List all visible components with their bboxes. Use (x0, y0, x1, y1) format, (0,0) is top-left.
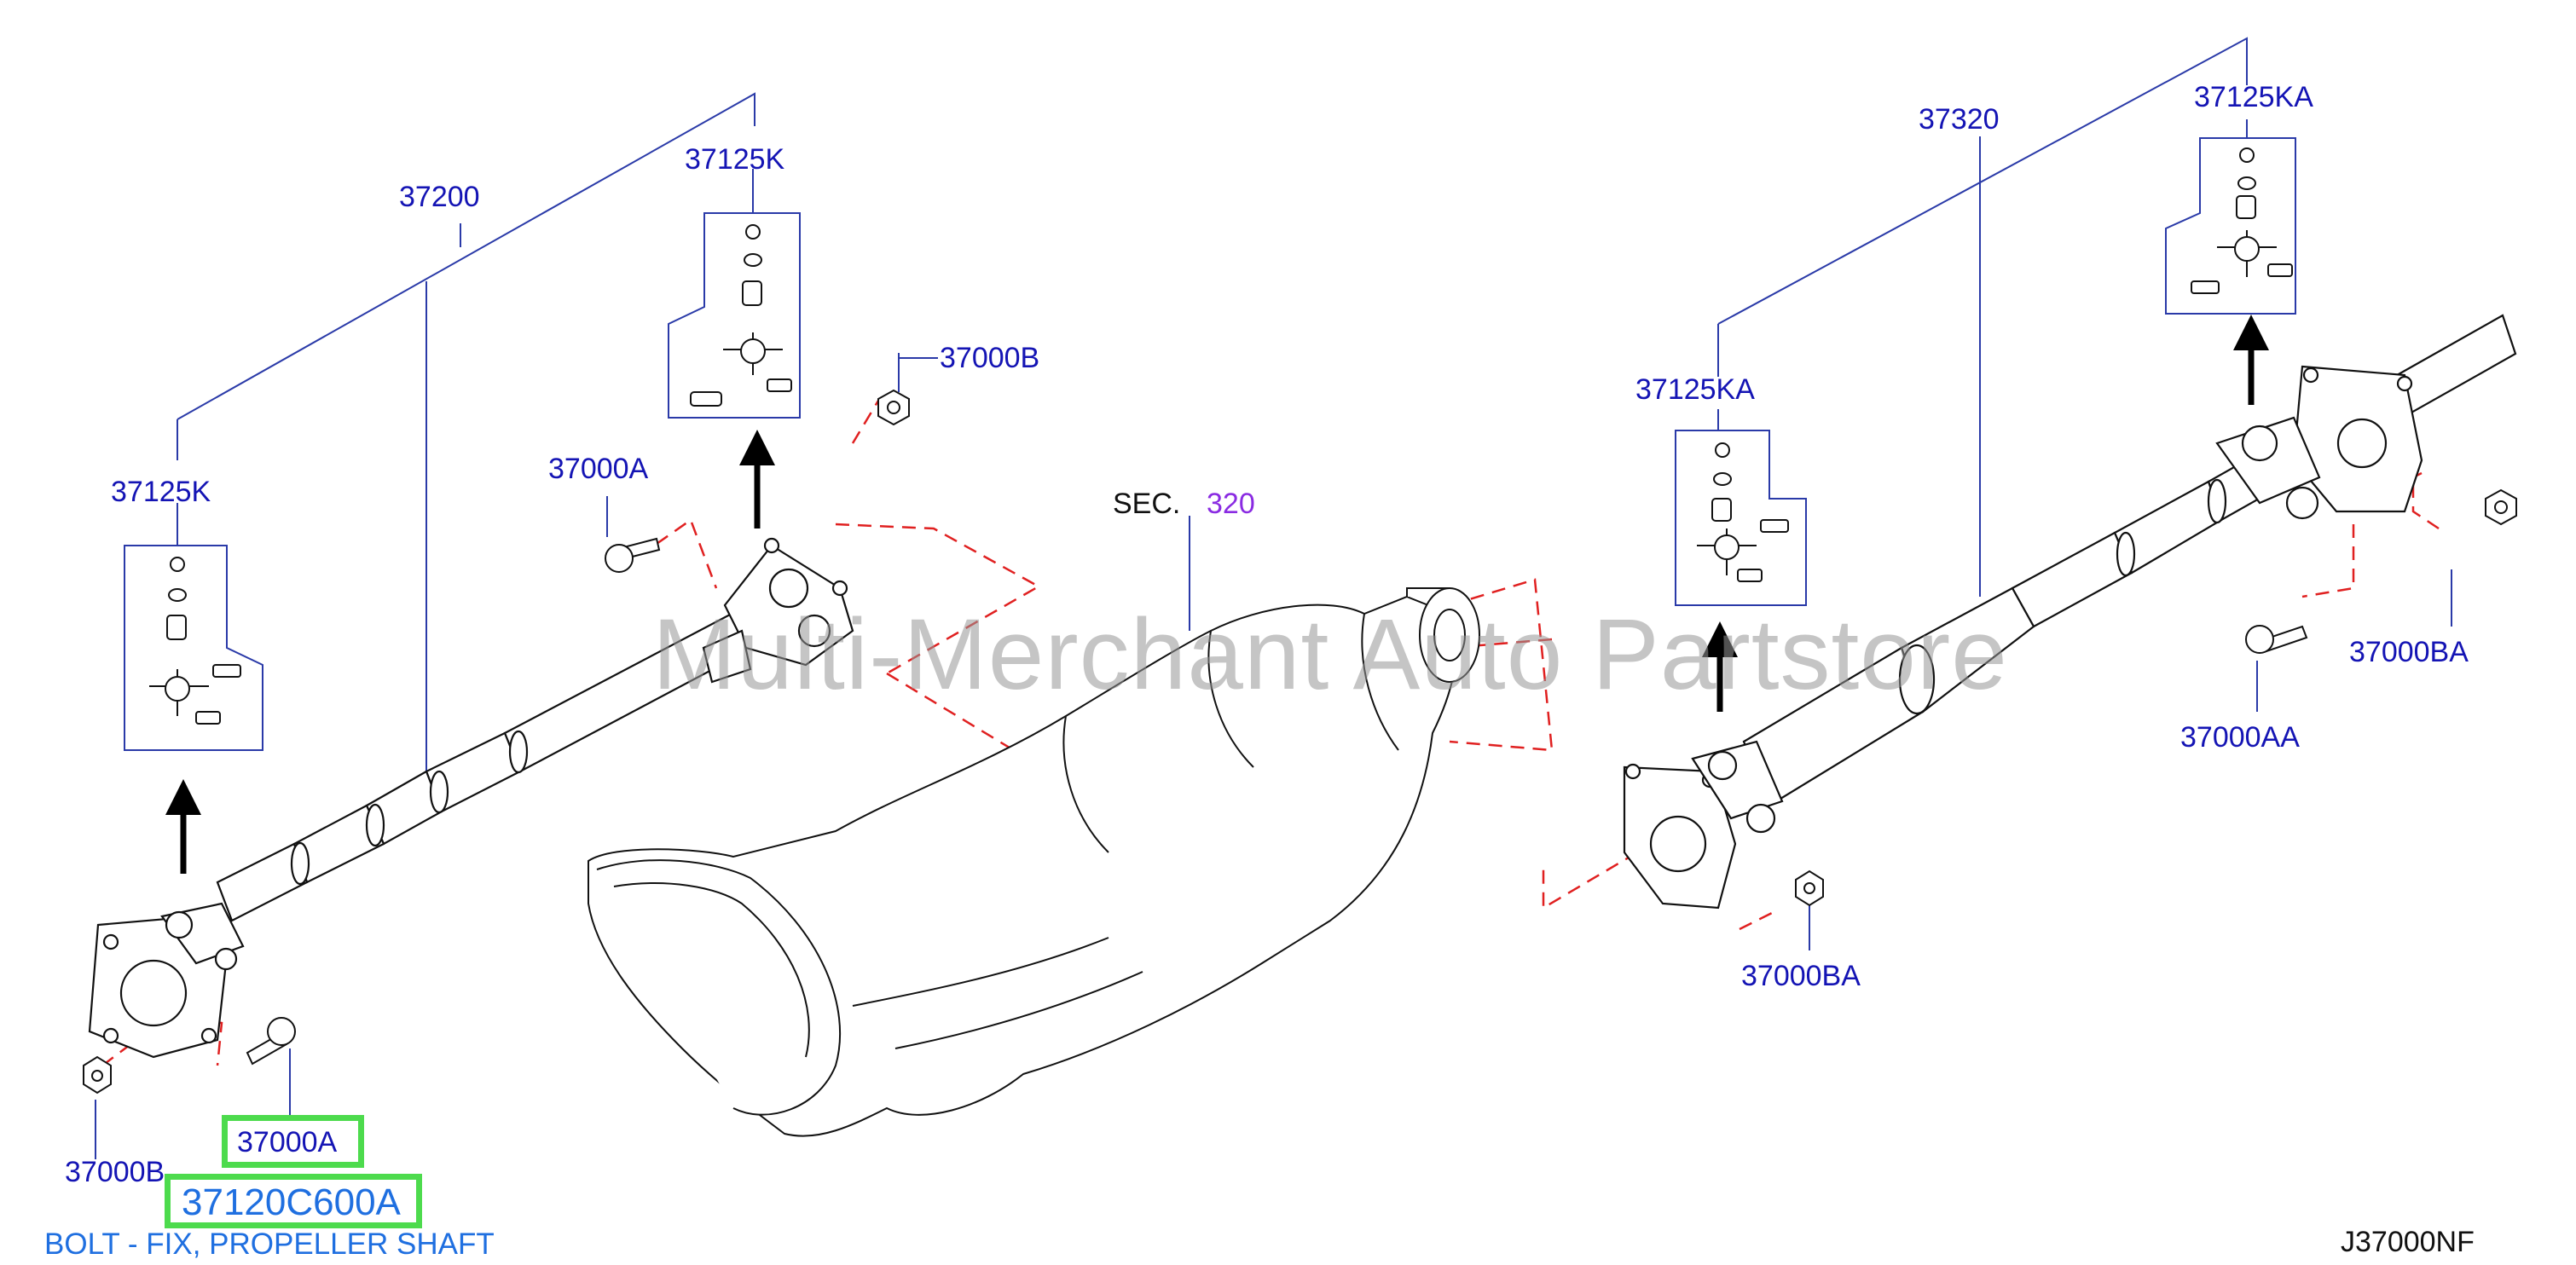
propeller-shaft-rear (1623, 314, 2517, 910)
parts-box-37125KA-mid (1675, 430, 1807, 606)
callout-37000BA-bottom[interactable]: 37000BA (1741, 960, 1861, 992)
callout-37125KA-mid[interactable]: 37125KA (1635, 373, 1755, 406)
callout-37000A-highlighted[interactable]: 37000A (237, 1126, 338, 1158)
parts-box-37125K-left (124, 545, 263, 751)
transmission-housing (588, 587, 1480, 1137)
direction-arrows (165, 315, 2269, 874)
parts-box-37125KA-top (2165, 137, 2296, 315)
highlight-box-part-number (165, 1174, 422, 1228)
leader-lines (95, 37, 2452, 1159)
universal-joint-kit-parts (149, 147, 2293, 725)
callout-37000AA[interactable]: 37000AA (2180, 721, 2300, 754)
callout-37000B-bottom[interactable]: 37000B (65, 1156, 165, 1188)
section-prefix: SEC. (1113, 488, 1181, 520)
parts-box-37125K-top (668, 212, 801, 419)
highlight-box-callout (222, 1115, 364, 1168)
watermark: Multi-Merchant Auto Partstore (652, 598, 2008, 711)
propeller-shaft-front (88, 537, 854, 1059)
callout-37000BA-right[interactable]: 37000BA (2349, 636, 2469, 668)
part-description: BOLT - FIX, PROPELLER SHAFT (44, 1227, 495, 1261)
callout-37200[interactable]: 37200 (399, 181, 480, 213)
callout-37320[interactable]: 37320 (1919, 103, 2000, 136)
callout-37125K-top[interactable]: 37125K (685, 143, 785, 176)
callout-37125K-left[interactable]: 37125K (111, 476, 211, 508)
callout-37125KA-top[interactable]: 37125KA (2194, 81, 2313, 113)
callout-37000A-top[interactable]: 37000A (548, 453, 649, 485)
fasteners (83, 389, 2517, 1095)
figure-code: J37000NF (2341, 1226, 2475, 1258)
part-number[interactable]: 37120C600A (182, 1181, 401, 1223)
section-number-link[interactable]: 320 (1207, 488, 1255, 520)
callout-37000B-top[interactable]: 37000B (940, 342, 1040, 374)
